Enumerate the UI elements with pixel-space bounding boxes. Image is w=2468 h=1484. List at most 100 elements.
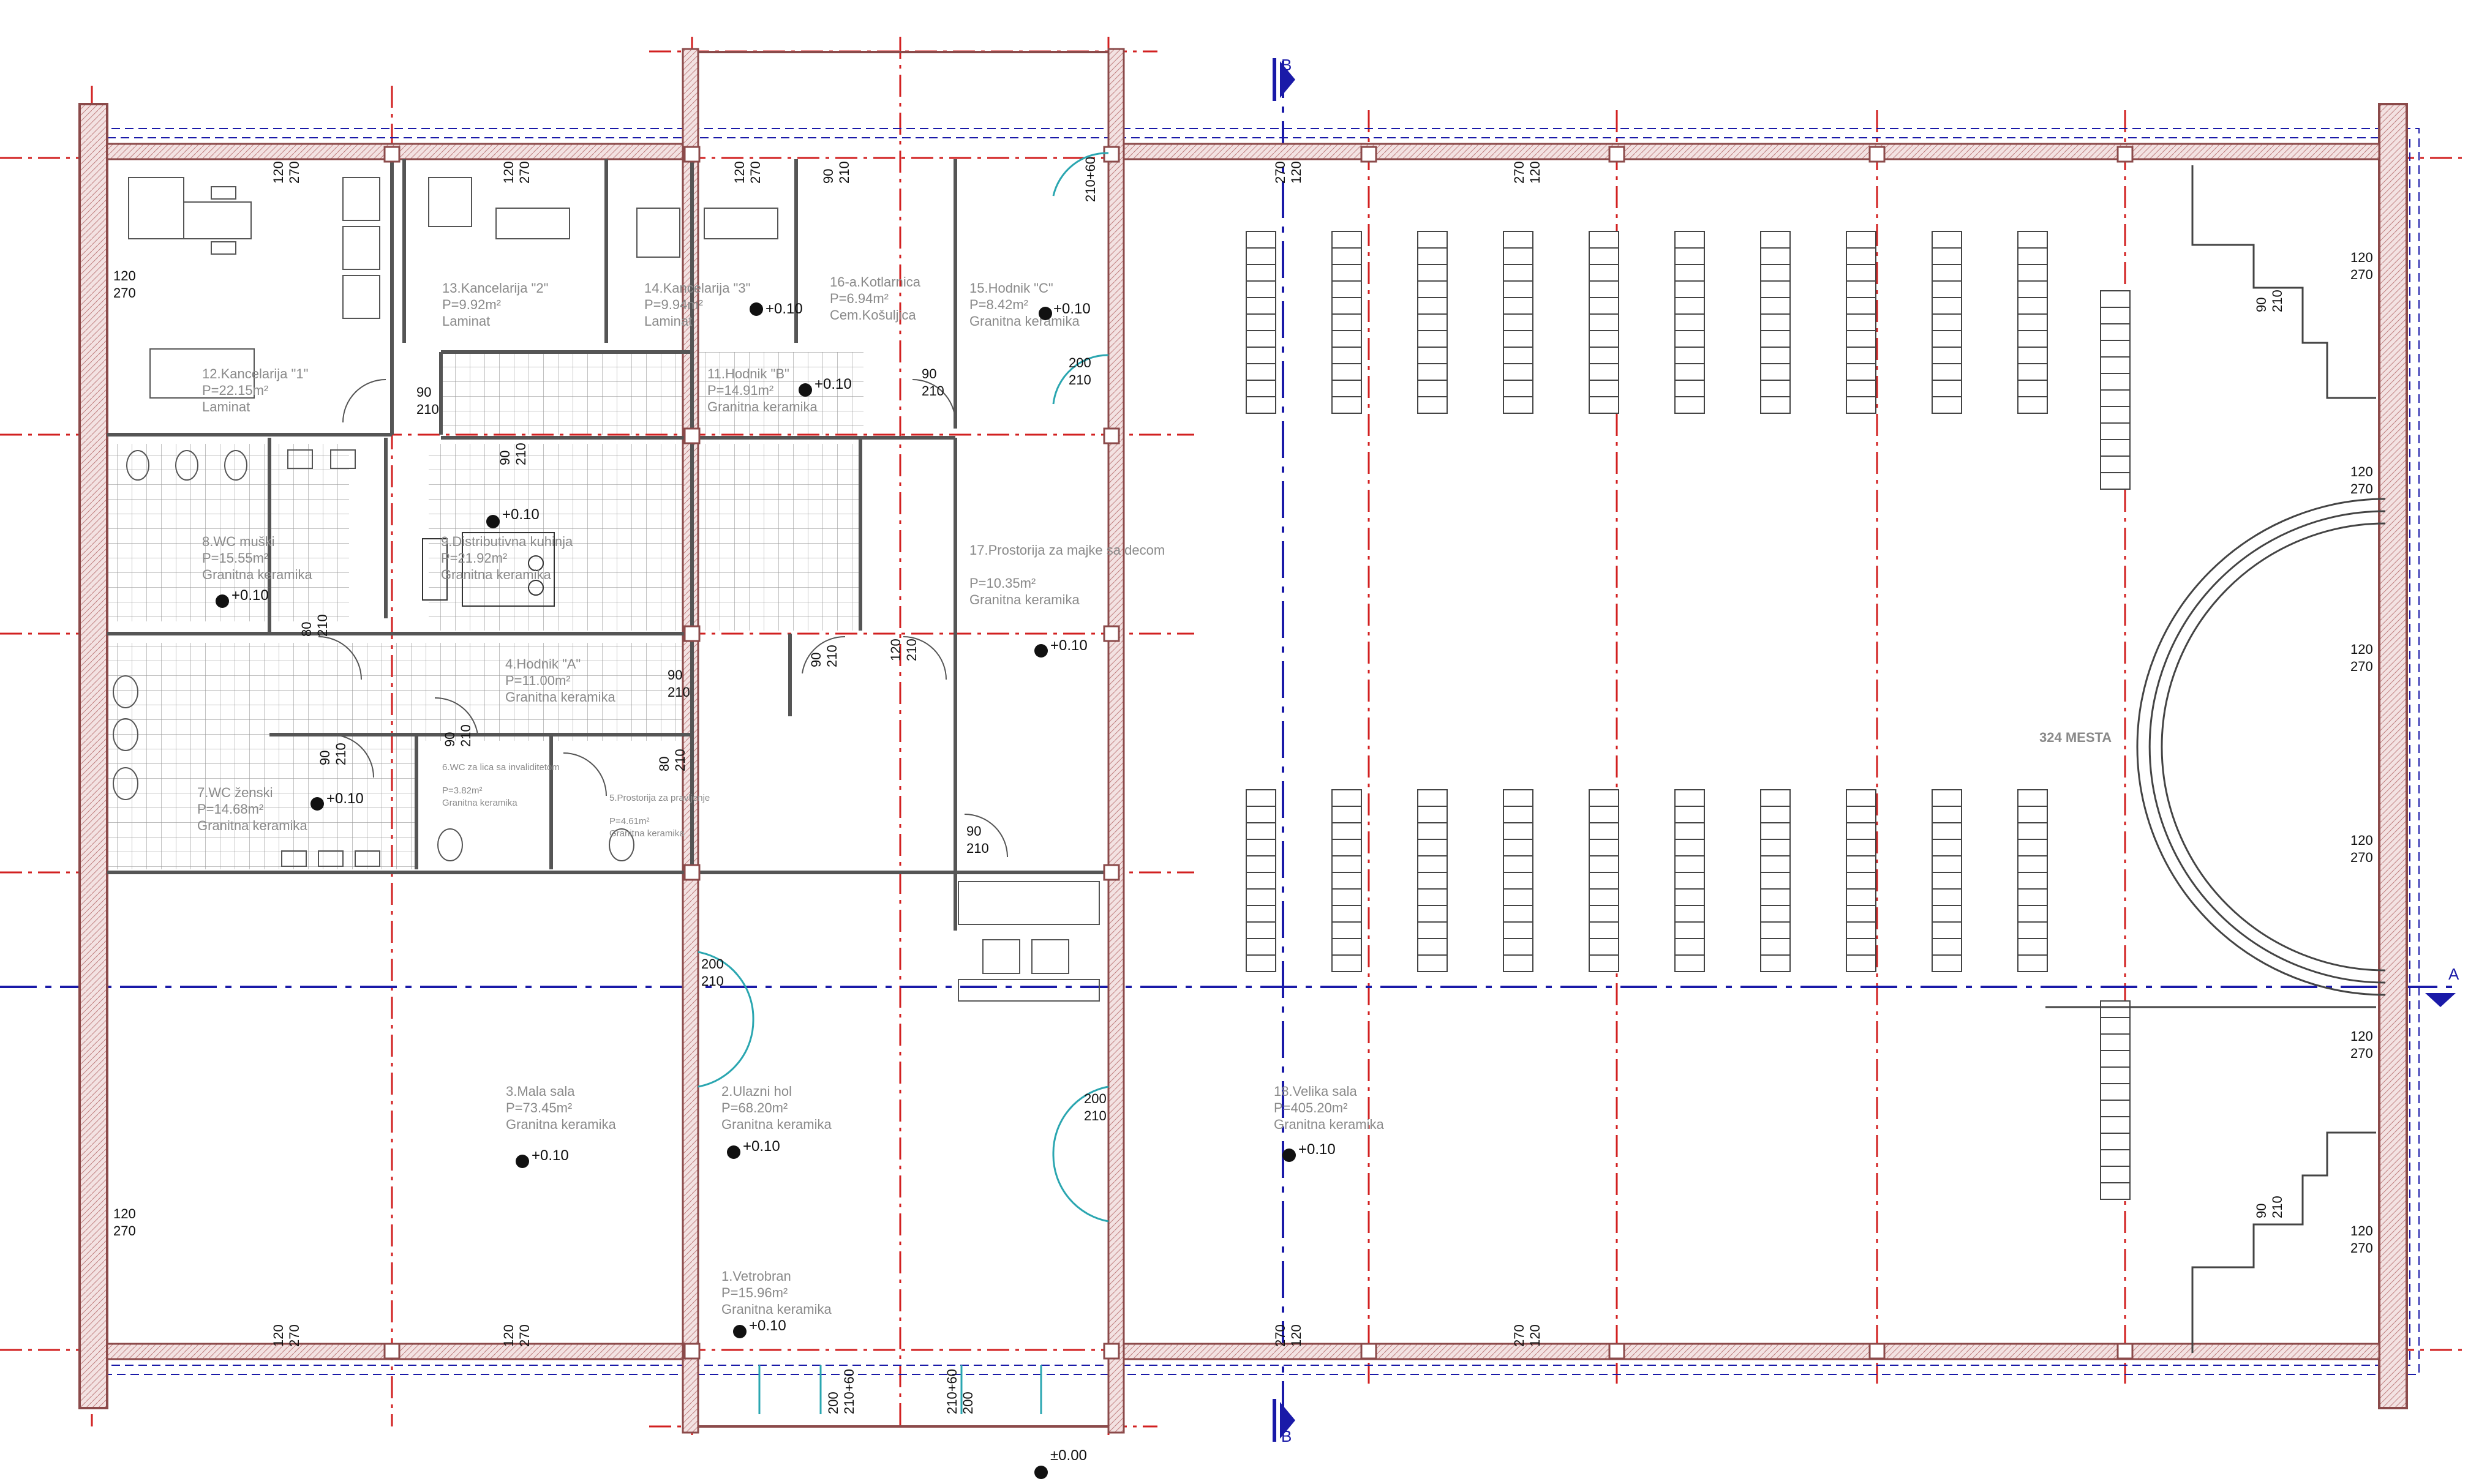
seat (1331, 806, 1362, 823)
seat (1331, 380, 1362, 397)
seat (2100, 1066, 2131, 1084)
svg-text:210: 210 (966, 841, 989, 856)
svg-text:15.Hodnik "C": 15.Hodnik "C" (969, 280, 1053, 296)
seat (2017, 347, 2048, 364)
seat (1674, 313, 1705, 331)
seat (2017, 921, 2048, 939)
seat (1589, 313, 1619, 331)
room-label-17: 17.Prostorija za majke sa decom P=10.35m… (969, 542, 1165, 607)
seat (1503, 363, 1533, 381)
svg-text:270: 270 (748, 161, 763, 184)
svg-text:+0.10: +0.10 (326, 790, 364, 807)
svg-text:+0.10: +0.10 (1053, 301, 1091, 317)
room-label-3: 3.Mala sala P=73.45m² Granitna keramika (506, 1084, 617, 1132)
seat (1760, 855, 1791, 873)
svg-text:7.WC ženski: 7.WC ženski (197, 785, 273, 800)
level-marker: +0.10 (1039, 301, 1091, 320)
seat (1674, 247, 1705, 265)
seat (1331, 247, 1362, 265)
svg-text:120: 120 (888, 639, 903, 661)
seat (1760, 921, 1791, 939)
seat (1503, 280, 1533, 298)
seat (1674, 806, 1705, 823)
svg-text:Cem.Košuljica: Cem.Košuljica (830, 307, 916, 323)
seat (1589, 806, 1619, 823)
seat (1503, 247, 1533, 265)
svg-text:P=9.92m²: P=9.92m² (442, 297, 501, 312)
seat (1846, 247, 1876, 265)
seat (1246, 938, 1276, 956)
room-labels: 12.Kancelarija "1" P=22.15m² Laminat 13.… (197, 274, 1385, 1317)
seat (1589, 297, 1619, 315)
svg-text:210: 210 (315, 614, 330, 637)
seat (1760, 789, 1791, 807)
svg-text:+0.10: +0.10 (1050, 637, 1088, 654)
svg-text:P=22.15m²: P=22.15m² (202, 383, 268, 398)
seat (1331, 280, 1362, 298)
door-swings (698, 152, 1109, 1414)
seat (1331, 954, 1362, 972)
svg-text:9.Distributivna kuhinja: 9.Distributivna kuhinja (441, 534, 573, 549)
seat (1674, 297, 1705, 315)
seat (1760, 347, 1791, 364)
seat (1503, 264, 1533, 282)
seat (1331, 938, 1362, 956)
room-label-16a: 16-a.Kotlarnica P=6.94m² Cem.Košuljica (830, 274, 921, 323)
seat (1246, 330, 1276, 348)
seat (1246, 839, 1276, 856)
svg-text:P=8.42m²: P=8.42m² (969, 297, 1028, 312)
svg-text:90: 90 (821, 169, 836, 184)
seat (1417, 789, 1448, 807)
svg-text:90: 90 (808, 653, 824, 667)
section-label-b-top: B (1281, 56, 1292, 74)
seat (1246, 789, 1276, 807)
seat (1932, 231, 1962, 249)
seat (1932, 313, 1962, 331)
svg-text:+0.10: +0.10 (815, 376, 852, 392)
svg-text:270: 270 (2350, 267, 2373, 282)
seat (1674, 380, 1705, 397)
seat (1503, 313, 1533, 331)
svg-text:1.Vetrobran: 1.Vetrobran (721, 1269, 791, 1284)
seat (2017, 789, 2048, 807)
svg-text:210: 210 (922, 383, 944, 399)
seat (1589, 789, 1619, 807)
svg-text:90: 90 (2254, 1204, 2269, 1218)
svg-text:90: 90 (497, 451, 513, 465)
seat (2100, 1000, 2131, 1018)
seat (2100, 1017, 2131, 1035)
svg-text:90: 90 (2254, 298, 2269, 312)
seat (1503, 330, 1533, 348)
svg-text:Granitna keramika: Granitna keramika (721, 1302, 832, 1317)
seat (1589, 396, 1619, 414)
svg-text:270: 270 (2350, 659, 2373, 674)
seat (1417, 921, 1448, 939)
svg-text:90: 90 (442, 732, 457, 747)
seat (2017, 954, 2048, 972)
svg-text:270: 270 (1511, 1324, 1527, 1347)
seat (1932, 347, 1962, 364)
svg-text:P=15.55m²: P=15.55m² (202, 550, 268, 566)
seat (2017, 297, 2048, 315)
seat (2017, 938, 2048, 956)
level-marker: +0.10 (733, 1317, 786, 1338)
svg-text:210: 210 (1069, 372, 1091, 388)
svg-text:Granitna keramika: Granitna keramika (609, 828, 685, 839)
seat (1503, 839, 1533, 856)
seat (1589, 330, 1619, 348)
seat (1503, 905, 1533, 923)
seat (2100, 323, 2131, 341)
svg-text:270: 270 (517, 1324, 532, 1347)
svg-text:210: 210 (701, 973, 724, 989)
seat (1331, 888, 1362, 906)
seat (1417, 822, 1448, 840)
level-marker: +0.10 (1282, 1141, 1336, 1162)
svg-text:120: 120 (2350, 1029, 2373, 1044)
svg-text:270: 270 (1273, 161, 1288, 184)
seat (1932, 280, 1962, 298)
seat (1417, 938, 1448, 956)
level-marker: +0.10 (1034, 637, 1088, 658)
